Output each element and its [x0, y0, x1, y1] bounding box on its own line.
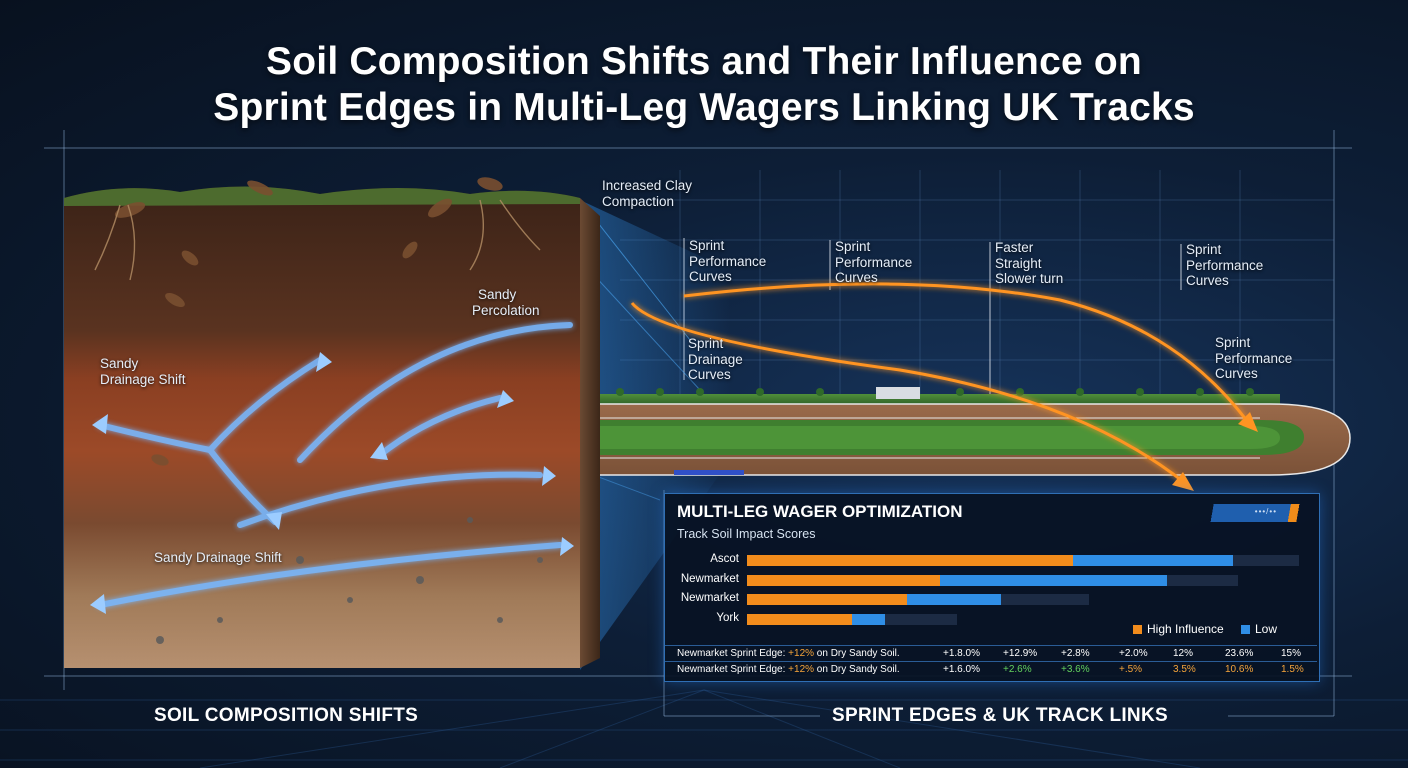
bar-label: York [716, 611, 739, 624]
table-row-label: Newmarket Sprint Edge: +12% on Dry Sandy… [677, 648, 900, 659]
legend-high-swatch [1133, 625, 1142, 634]
table-cell: 10.6% [1225, 664, 1254, 675]
bar-label: Ascot [710, 553, 739, 565]
bar-low [940, 574, 1167, 586]
wager-panel: MULTI-LEG WAGER OPTIMIZATION Track Soil … [664, 493, 1320, 682]
table-row: Newmarket Sprint Edge: +12% on Dry Sandy… [665, 645, 1317, 662]
performance-arrowheads [1172, 412, 1258, 491]
legend-low-swatch [1241, 625, 1250, 634]
table-cell: 12% [1173, 648, 1194, 659]
bar-low [907, 594, 1001, 605]
table-cell: +2.8% [1061, 648, 1090, 659]
label-sandy-drainage-shift-lower: Sandy Drainage Shift [154, 550, 282, 565]
performance-curves [630, 282, 1252, 485]
bar-low [1072, 555, 1233, 566]
panel-subtitle: Track Soil Impact Scores [677, 527, 816, 541]
flow-arrowheads [90, 352, 574, 614]
flow-arrows [97, 322, 573, 608]
panel-badge: •••/•• [1203, 504, 1307, 522]
label-sandy-percolation: Sandy Percolation [472, 287, 540, 318]
table-cell: +1.8.0% [943, 648, 980, 659]
bar-high-influence [747, 555, 1073, 566]
floor-grid [0, 689, 1408, 768]
soil-block [64, 177, 600, 668]
bar-label: Newmarket [680, 592, 739, 604]
section-label-sprint-edges: SPRINT EDGES & UK TRACK LINKS [832, 705, 1168, 726]
bar-label: Newmarket [680, 572, 739, 585]
table-cell: +12.9% [1003, 648, 1038, 659]
table-row-label: Newmarket Sprint Edge: +12% on Dry Sandy… [677, 664, 900, 675]
section-label-soil: SOIL COMPOSITION SHIFTS [154, 705, 419, 726]
bar-low [851, 613, 885, 625]
table-cell: 23.6% [1225, 648, 1254, 659]
panel-title: MULTI-LEG WAGER OPTIMIZATION [677, 502, 963, 521]
bar-high-influence [747, 574, 941, 586]
racetrack [580, 387, 1351, 476]
table-cell: +.5% [1119, 664, 1143, 675]
table-cell: +1.6.0% [943, 664, 980, 675]
bar-high-influence [747, 613, 852, 625]
table-cell: +2.6% [1003, 664, 1032, 675]
title-line-2: Sprint Edges in Multi-Leg Wagers Linking… [213, 86, 1195, 129]
legend-high: High Influence [1133, 622, 1224, 636]
title-line-1: Soil Composition Shifts and Their Influe… [266, 40, 1142, 83]
label-increased-clay-compaction: Increased Clay Compaction [602, 178, 693, 209]
table-cell: +3.6% [1061, 664, 1090, 675]
bar-high-influence [747, 594, 908, 605]
table-cell: 3.5% [1173, 664, 1196, 675]
label-sandy-drainage-shift-upper: Sandy Drainage Shift [100, 356, 186, 387]
legend-low: Low [1241, 622, 1277, 636]
table-cell: 15% [1281, 648, 1302, 659]
table-row: Newmarket Sprint Edge: +12% on Dry Sandy… [665, 661, 1317, 678]
table-cell: +2.0% [1119, 648, 1148, 659]
table-cell: 1.5% [1281, 664, 1304, 675]
